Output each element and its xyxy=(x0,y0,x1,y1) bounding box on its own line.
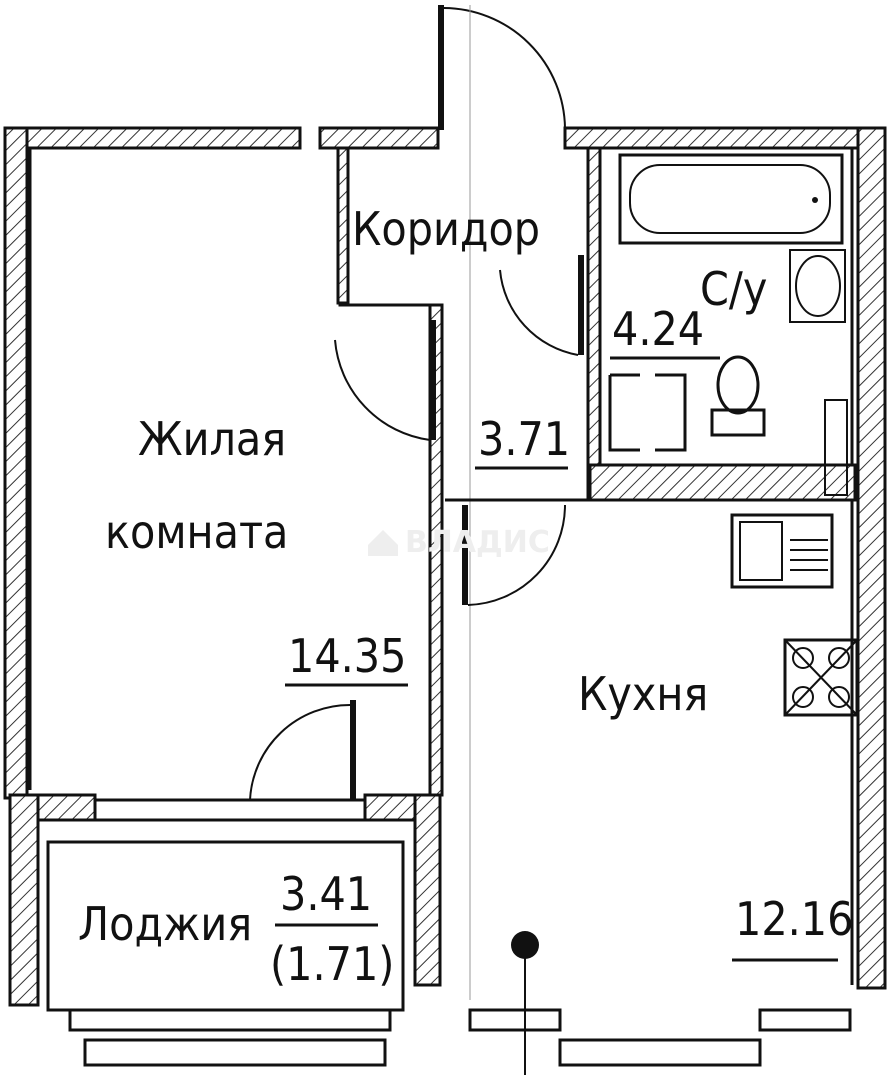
interior-walls xyxy=(336,146,857,797)
corridor-name: Коридор xyxy=(352,202,540,256)
living-room-name-line1: Жилая xyxy=(138,412,286,466)
sink xyxy=(789,249,846,323)
loggia-name: Лоджия xyxy=(78,897,252,951)
interior-doors xyxy=(249,255,584,801)
loggia-walls xyxy=(8,793,852,1067)
toilet xyxy=(710,355,766,437)
bathtub xyxy=(618,153,844,245)
loggia-reduced-area: (1.71) xyxy=(270,937,394,991)
bathroom-name: С/у xyxy=(700,262,767,316)
svg-text:ВЛАДИС: ВЛАДИС xyxy=(405,525,550,560)
kitchen-name: Кухня xyxy=(578,667,708,721)
kitchen-area: 12.16 xyxy=(735,892,853,946)
bathroom-area: 4.24 xyxy=(612,302,704,356)
corridor-area: 3.71 xyxy=(478,412,570,466)
outer-walls xyxy=(3,126,887,990)
entrance-door xyxy=(438,5,566,1000)
living-room-area: 14.35 xyxy=(288,629,406,683)
shelf xyxy=(824,399,848,496)
kitchen-sink xyxy=(730,513,834,589)
watermark: ВЛАДИС xyxy=(368,525,550,560)
loggia-area: 3.41 xyxy=(280,867,372,921)
stove xyxy=(783,638,859,717)
washing-machine xyxy=(608,373,687,452)
living-room-name-line2: комната xyxy=(105,505,288,559)
electric-point xyxy=(511,931,539,1075)
